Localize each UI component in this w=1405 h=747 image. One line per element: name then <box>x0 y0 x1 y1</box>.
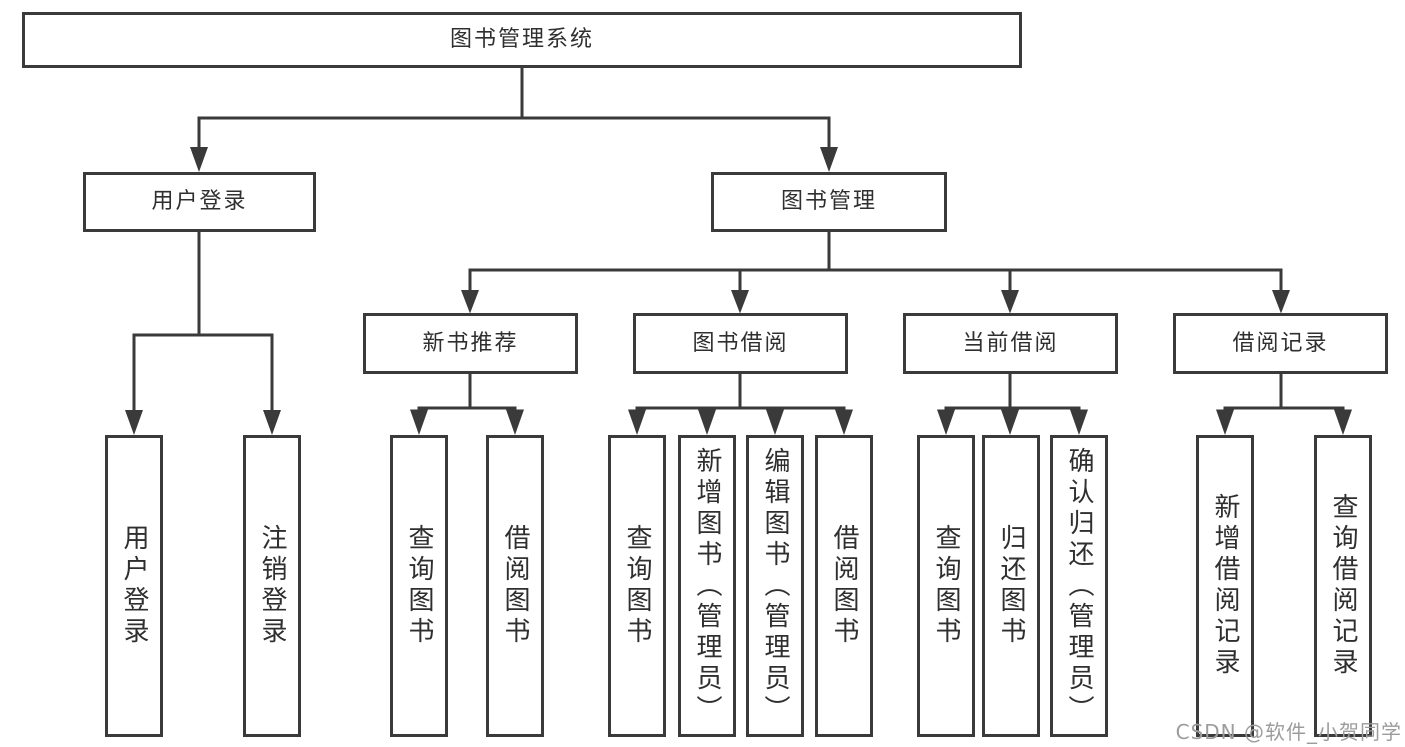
leaf-logout: 注销登录 <box>243 435 301 737</box>
node-library-management-system-label: 图书管理系统 <box>449 27 594 52</box>
node-book-borrow-label: 图书借阅 <box>692 330 789 356</box>
node-book-management-label: 图书管理 <box>780 189 877 214</box>
leaf-records-query-record-label: 查询借阅记录 <box>1328 493 1358 679</box>
node-current-borrow-label: 当前借阅 <box>962 330 1059 356</box>
leaf-user-login-label: 用户登录 <box>119 524 149 648</box>
leaf-records-add-record-label: 新增借阅记录 <box>1210 493 1240 679</box>
leaf-user-login: 用户登录 <box>105 435 163 737</box>
connector-recommend-children <box>410 374 524 435</box>
leaf-current-query-books: 查询图书 <box>917 435 975 737</box>
leaf-borrow-query-books: 查询图书 <box>608 435 666 737</box>
connector-book-mgmt-to-level3 <box>461 232 1290 314</box>
leaf-records-query-record: 查询借阅记录 <box>1314 435 1372 737</box>
node-book-borrow: 图书借阅 <box>633 313 848 374</box>
leaf-borrow-add-books-admin: 新增图书（管理员） <box>678 435 736 737</box>
leaf-borrow-borrow-books-label: 借阅图书 <box>829 524 859 648</box>
leaf-borrow-query-books-label: 查询图书 <box>622 524 652 648</box>
leaf-records-add-record: 新增借阅记录 <box>1196 435 1254 737</box>
connector-root-to-level2 <box>190 68 838 172</box>
leaf-logout-label: 注销登录 <box>257 524 287 648</box>
leaf-recommend-borrow-books-label: 借阅图书 <box>500 524 530 648</box>
node-user-login-label: 用户登录 <box>151 189 248 214</box>
leaf-current-query-books-label: 查询图书 <box>931 524 961 648</box>
leaf-current-return-books: 归还图书 <box>982 435 1040 737</box>
leaf-current-return-books-label: 归还图书 <box>996 524 1026 648</box>
node-borrow-records: 借阅记录 <box>1173 313 1388 374</box>
leaf-borrow-add-books-admin-label: 新增图书（管理员） <box>692 446 722 726</box>
leaf-recommend-borrow-books: 借阅图书 <box>486 435 544 737</box>
leaf-recommend-query-books: 查询图书 <box>390 435 448 737</box>
connector-current-children <box>937 374 1088 435</box>
node-library-management-system: 图书管理系统 <box>22 12 1022 68</box>
node-book-management: 图书管理 <box>711 172 947 232</box>
node-borrow-records-label: 借阅记录 <box>1232 330 1329 356</box>
connector-borrow-children <box>628 374 853 435</box>
leaf-current-confirm-return-admin: 确认归还（管理员） <box>1050 435 1108 737</box>
leaf-current-confirm-return-admin-label: 确认归还（管理员） <box>1064 446 1094 726</box>
csdn-watermark: CSDN @软件_小贺同学 <box>1175 720 1402 744</box>
connector-records-children <box>1216 374 1352 435</box>
leaf-borrow-borrow-books: 借阅图书 <box>815 435 873 737</box>
node-user-login: 用户登录 <box>83 172 316 232</box>
leaf-borrow-edit-books-admin: 编辑图书（管理员） <box>746 435 804 737</box>
node-new-book-recommend-label: 新书推荐 <box>422 330 519 356</box>
leaf-recommend-query-books-label: 查询图书 <box>404 524 434 648</box>
node-new-book-recommend: 新书推荐 <box>363 313 578 374</box>
leaf-borrow-edit-books-admin-label: 编辑图书（管理员） <box>760 446 790 726</box>
connector-user-login-children <box>125 232 281 435</box>
node-current-borrow: 当前借阅 <box>903 313 1118 374</box>
